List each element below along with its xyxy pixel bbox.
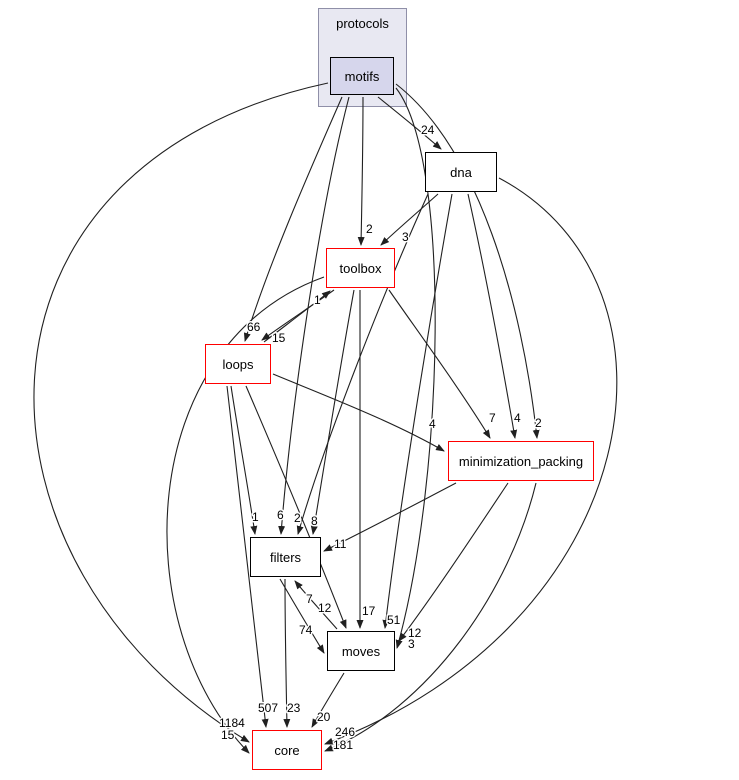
edge-label: 51: [387, 613, 401, 627]
node-motifs[interactable]: motifs: [330, 57, 394, 95]
edge-label: 12: [408, 626, 422, 640]
edge-label: 507: [258, 701, 278, 715]
edge-minimization_packing-to-filters: [323, 482, 457, 552]
edge-dna-to-core: [324, 177, 618, 745]
edge-minimization_packing-to-moves: [398, 482, 509, 642]
edge-label: 181: [333, 738, 353, 752]
edge-filters-to-moves: [279, 578, 325, 654]
node-core[interactable]: core: [252, 730, 322, 770]
node-filters[interactable]: filters: [250, 537, 321, 577]
edge-toolbox-to-filters: [310, 289, 355, 535]
edge-label: 8: [311, 514, 318, 528]
edge-toolbox-to-loops: [261, 289, 335, 341]
edge-loops-to-minimization_packing: [272, 373, 445, 452]
edge-label: 24: [421, 123, 435, 137]
edge-loops-to-core: [226, 385, 269, 728]
edge-label: 6: [277, 508, 284, 522]
edge-motifs-to-moves: [395, 87, 436, 649]
edge-motifs-to-filters: [278, 96, 350, 535]
edge-label: 23: [287, 701, 301, 715]
edge-label: 11: [334, 537, 347, 551]
edge-loops-to-toolbox: [263, 290, 331, 343]
edge-filters-to-core: [283, 578, 291, 728]
edge-label: 15: [272, 331, 286, 345]
edge-label: 3: [402, 230, 409, 244]
edge-label: 1184: [219, 716, 245, 730]
edge-dna-to-filters: [296, 193, 429, 535]
edge-label: 20: [317, 710, 331, 724]
edge-label: 74: [299, 623, 313, 637]
node-minimization_packing[interactable]: minimization_packing: [448, 441, 594, 481]
edge-label: 2: [294, 511, 301, 525]
edge-moves-to-core: [311, 672, 345, 728]
edge-label: 7: [489, 411, 496, 425]
edge-motifs-to-minimization_packing: [395, 83, 540, 439]
edge-label: 2: [366, 222, 373, 236]
edge-motifs-to-dna: [377, 96, 442, 150]
edge-motifs-to-loops: [243, 96, 343, 342]
edge-label: 17: [362, 604, 376, 618]
edge-label: 2: [535, 416, 542, 430]
edge-label: 1: [314, 293, 321, 307]
edge-toolbox-to-minimization_packing: [388, 289, 491, 439]
node-moves[interactable]: moves: [327, 631, 395, 671]
edge-label: 12: [318, 601, 332, 615]
edge-label: 4: [514, 411, 521, 425]
edge-moves-to-filters: [294, 580, 338, 630]
edge-motifs-to-core: [33, 82, 329, 743]
edge-label: 15: [221, 728, 235, 742]
cluster-protocols-label: protocols: [336, 16, 389, 31]
edge-minimization_packing-to-core: [324, 482, 537, 752]
edge-loops-to-filters: [230, 385, 258, 535]
edge-toolbox-to-core: [166, 276, 325, 754]
edge-loops-to-moves: [245, 385, 347, 629]
edge-label: 4: [429, 417, 436, 431]
node-dna[interactable]: dna: [425, 152, 497, 192]
edge-label: 7: [306, 592, 313, 606]
node-toolbox[interactable]: toolbox: [326, 248, 395, 288]
edge-label: 1: [252, 510, 259, 524]
node-loops[interactable]: loops: [205, 344, 271, 384]
edge-label: 3: [408, 637, 415, 651]
edge-label: 66: [247, 320, 261, 334]
edge-motifs-to-toolbox: [357, 96, 365, 246]
edge-dna-to-toolbox: [380, 193, 439, 246]
edge-label: 246: [335, 725, 355, 739]
edge-dna-to-minimization_packing: [467, 193, 518, 439]
edge-dna-to-moves: [382, 193, 453, 629]
